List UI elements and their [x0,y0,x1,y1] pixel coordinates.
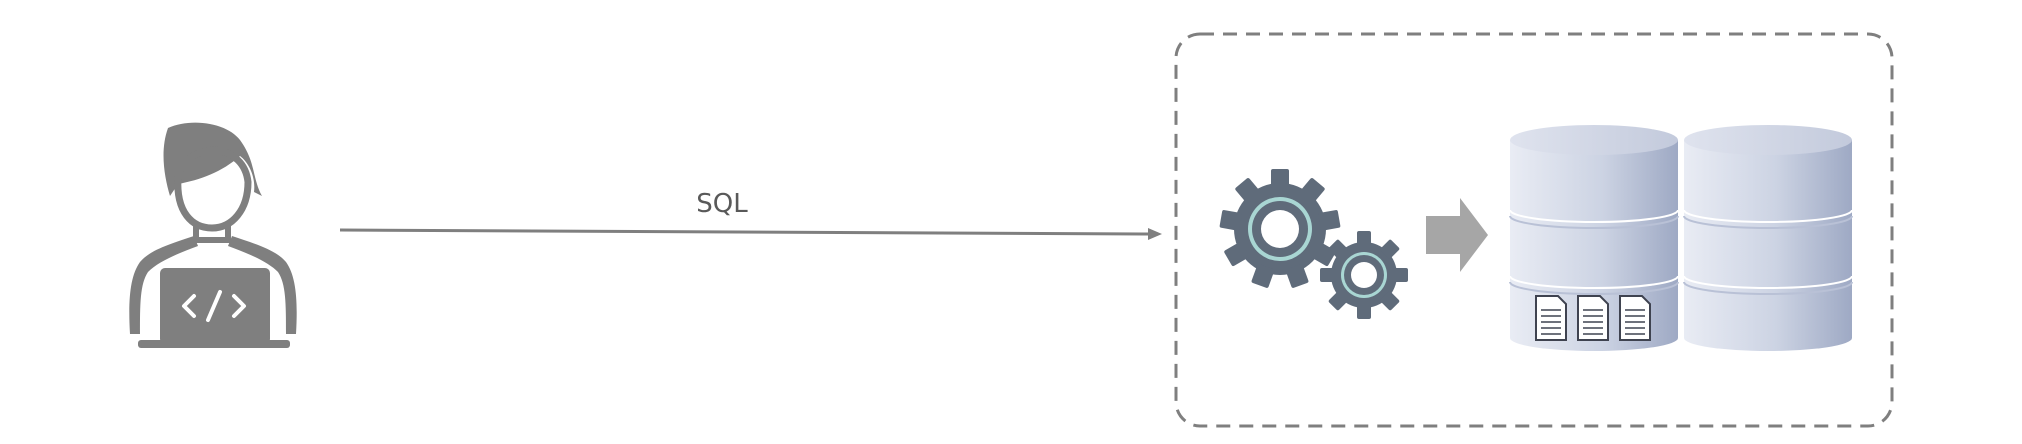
code-brackets-icon [182,290,246,322]
gears-icon [1219,169,1408,319]
document-icon [1619,295,1651,341]
document-icon [1535,295,1567,341]
database-cylinder [1683,125,1853,351]
system-boundary [1174,32,1894,428]
document-icon [1577,295,1609,341]
sql-label: SQL [696,189,748,219]
sql-connection-line [339,228,1151,236]
connection-arrowhead [1148,228,1162,240]
developer-with-laptop-icon [129,122,297,348]
right-arrow-icon [1426,198,1488,272]
